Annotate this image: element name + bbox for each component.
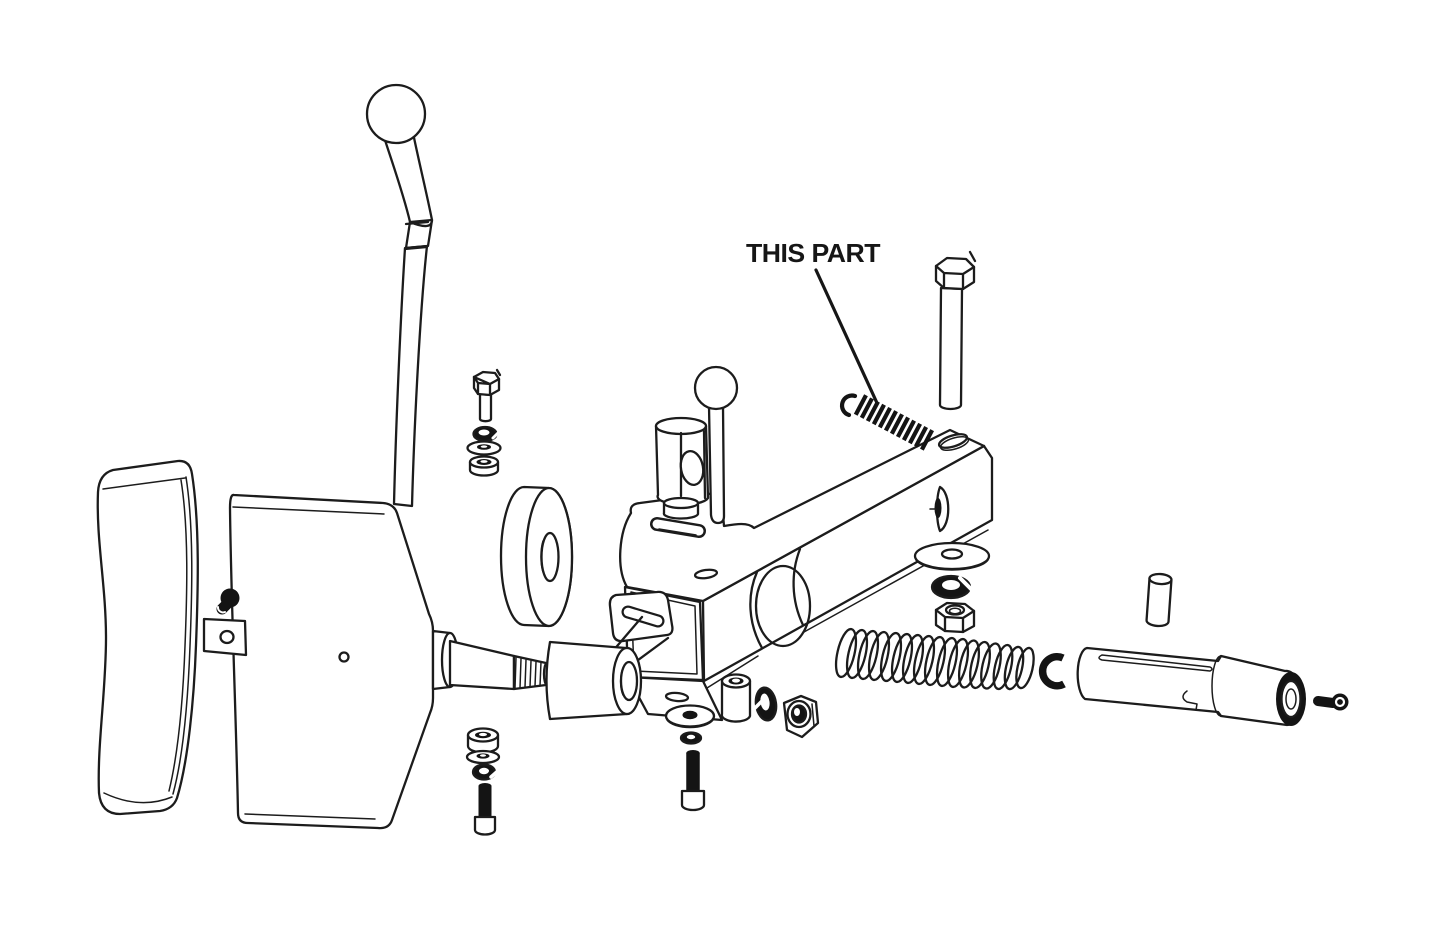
stud-pin: [216, 588, 240, 615]
rubber-pad: [96, 459, 199, 816]
lever-ball-knob: [365, 83, 427, 145]
release-tube: [1076, 646, 1306, 727]
arm-ear-slot: [650, 517, 706, 538]
pivot-tube: [545, 615, 670, 721]
lock-washer-right: [930, 574, 974, 600]
latch-cylinder: [654, 416, 710, 520]
thread-ridges: [514, 657, 542, 689]
backing-plate: [202, 493, 435, 830]
lock-washer-lower: [471, 763, 501, 781]
pivot-bushing-center: [720, 673, 752, 723]
hinge-bracket: [202, 617, 248, 657]
plate-hole: [338, 651, 350, 663]
snap-ring: [1038, 653, 1066, 690]
tube-slot: [1098, 654, 1213, 672]
main-arm: [608, 428, 994, 722]
extension-spring: [839, 393, 937, 452]
hex-nut-center: [782, 694, 820, 739]
hex-bolt-long: [934, 250, 977, 411]
threaded-stud: [448, 639, 552, 691]
pivot-washer-center: [664, 704, 716, 729]
compression-spring: [834, 627, 1035, 691]
hex-nut-right: [934, 601, 976, 634]
arm-side-flange: [929, 485, 950, 533]
dowel-pin: [1145, 572, 1173, 628]
latch-cylinder-hole: [679, 449, 705, 487]
flat-washer-right: [913, 541, 991, 571]
flat-washer-lower: [465, 749, 501, 765]
retainer-ring-center: [679, 731, 703, 745]
callout-leader-line: [814, 268, 879, 405]
callout-label: THIS PART: [746, 238, 881, 268]
ball-lock-pin: [693, 365, 739, 525]
arm-spring-hole: [937, 433, 970, 452]
set-screw: [1313, 693, 1349, 711]
lock-washer-small: [472, 425, 502, 443]
roller-disc: [499, 485, 574, 628]
socket-bolt-lower: [473, 783, 497, 836]
spacer-bushing-lower: [466, 727, 500, 754]
flat-washer-small: [466, 440, 502, 456]
arm-mid-seam: [749, 547, 812, 650]
spacer-bushing-small: [468, 455, 500, 477]
arm-top-hole-small: [693, 568, 719, 580]
callout: THIS PART: [746, 238, 881, 405]
lever-handle: [365, 83, 434, 508]
tube-keyhole: [1182, 690, 1209, 712]
hex-bolt-short: [472, 368, 502, 423]
socket-bolt-center: [680, 750, 706, 812]
lock-washer-center: [753, 686, 778, 722]
